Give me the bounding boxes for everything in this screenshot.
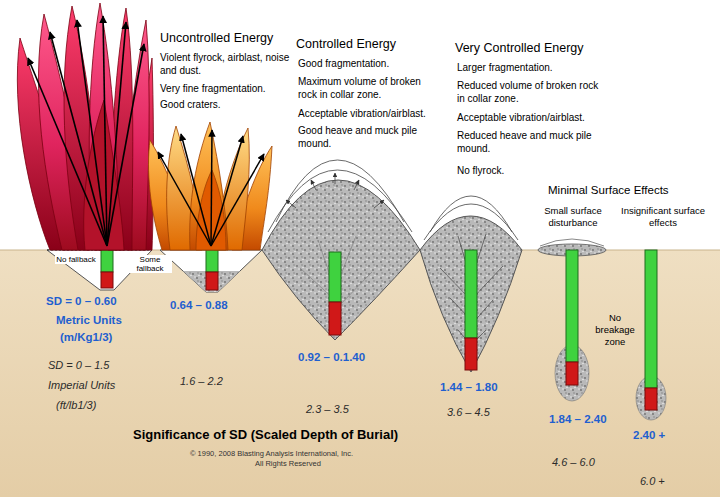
flyrock-arrow (77, 20, 107, 246)
explosive-charge (645, 388, 657, 410)
flyrock-arrow (103, 16, 107, 246)
flyrock-arrow (158, 152, 211, 246)
explosive-charge (101, 272, 113, 288)
heave-lines (374, 200, 384, 208)
crater-very-controlled (420, 216, 522, 372)
flyrock-arrow (28, 16, 144, 246)
effect-note: No flyrock. (457, 164, 504, 177)
sd-range-metric: 1.44 – 1.80 (440, 380, 498, 395)
sd-range-imperial: 4.6 – 6.0 (552, 455, 595, 469)
section-heading: Controlled Energy (296, 36, 396, 52)
callout-label: No breakage zone (590, 312, 640, 348)
sd-range-metric: 2.40 + (633, 428, 665, 443)
flyrock-arrow (107, 22, 126, 246)
section-heading: Uncontrolled Energy (160, 30, 273, 46)
heave-lines (268, 160, 518, 240)
effect-note: Violent flyrock, airblast, noise and dus… (160, 51, 290, 77)
effect-note: Reduced heave and muck pile mound. (457, 129, 607, 155)
flyrock-arrow (107, 44, 144, 246)
crater-some-fallback (183, 271, 240, 292)
sd-range-metric: 1.84 – 2.40 (549, 412, 607, 427)
heave-lines (424, 204, 518, 240)
heave-lines (286, 200, 296, 208)
flyrock-arrow (211, 130, 212, 246)
borehole-stemming (101, 250, 113, 272)
copyright-note: © 1990, 2008 Blasting Analysis Internati… (190, 449, 353, 459)
crater-very-controlled (440, 234, 503, 345)
unit-label: (m/Kg1/3) (60, 330, 112, 345)
flyrock-arrow (158, 130, 264, 246)
heave-lines (354, 180, 359, 190)
unit-label: (ft/lb1/3) (56, 398, 96, 412)
effect-note: Reduced volume of broken rock in collar … (457, 79, 602, 105)
heave-lines (335, 173, 336, 184)
crater-some-fallback (160, 250, 262, 292)
borehole-stemming (566, 250, 578, 362)
flame-some-fallback (149, 122, 273, 250)
flyrock-arrow (50, 32, 107, 246)
unit-label: Metric Units (56, 313, 122, 328)
effect-note: Insignificant surface effects (618, 205, 708, 229)
diagram-title: Significance of SD (Scaled Depth of Buri… (133, 427, 398, 444)
sd-range-metric: SD = 0 – 0.60 (46, 294, 117, 309)
heave-lines (276, 160, 404, 222)
section-heading: Very Controlled Energy (455, 40, 584, 56)
sd-range-imperial: SD = 0 – 1.5 (48, 358, 109, 372)
flyrock-arrow (181, 134, 211, 246)
effect-note: Small surface disturbance (538, 205, 608, 229)
sd-range-imperial: 1.6 – 2.2 (180, 374, 223, 388)
explosive-charge (329, 302, 341, 335)
sd-range-imperial: 6.0 + (640, 474, 665, 488)
borehole-stemming (465, 250, 477, 338)
crater-controlled (300, 236, 372, 310)
sd-range-metric: 0.64 – 0.88 (170, 298, 228, 313)
borehole-stemming (206, 250, 218, 272)
effect-note: Good heave and muck pile mound. (298, 124, 438, 150)
copyright-note: All Rights Reserved (255, 459, 321, 469)
crater-very-controlled (420, 216, 522, 372)
explosive-charge (206, 272, 218, 290)
effect-note: Very fine fragmentation. (160, 82, 266, 95)
effect-note: Larger fragmentation. (457, 61, 553, 74)
crater-some-fallback (160, 250, 262, 292)
effect-note: Acceptable vibration/airblast. (298, 107, 426, 120)
explosive-charge (101, 272, 657, 410)
flame-uncontrolled (17, 3, 153, 250)
borehole-stemming (101, 250, 657, 388)
effect-note: Good craters. (160, 98, 221, 111)
sd-range-metric: 0.92 – 0.1.40 (298, 350, 365, 365)
explosive-charge (465, 338, 477, 370)
heave-lines (311, 180, 316, 190)
heave-lines (268, 170, 412, 232)
effect-note: Maximum volume of broken rock in collar … (298, 75, 438, 101)
flyrock-arrow (211, 136, 243, 246)
heave-lines (430, 196, 512, 232)
borehole-stemming (329, 252, 341, 302)
callout-label: Some fallback (128, 255, 172, 273)
explosive-charge (566, 362, 578, 385)
surface-disturbance (540, 239, 604, 246)
section-heading: Minimal Surface Effects (548, 183, 669, 198)
effect-note: Good fragmentation. (298, 57, 389, 70)
unit-label: Imperial Units (48, 378, 115, 392)
effect-note: Acceptable vibration/airblast. (457, 111, 585, 124)
callout-label: No fallback (55, 255, 97, 264)
sd-range-imperial: 3.6 – 4.5 (447, 405, 490, 419)
borehole-stemming (645, 250, 657, 388)
flyrock-arrow (211, 154, 264, 246)
sd-range-imperial: 2.3 – 3.5 (306, 402, 349, 416)
